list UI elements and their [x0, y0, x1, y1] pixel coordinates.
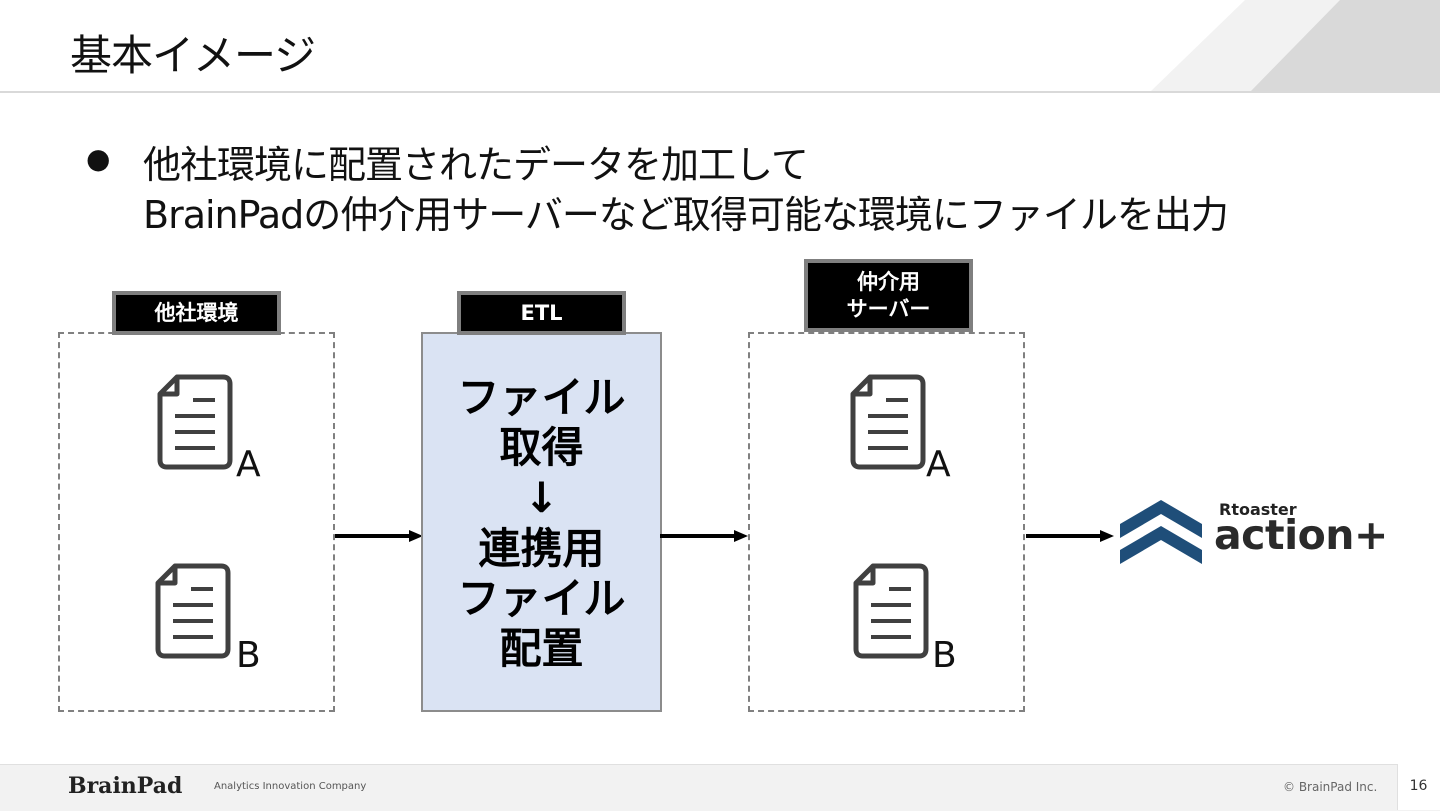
file-label-a: A — [236, 444, 261, 485]
arrow-right-icon — [335, 530, 423, 542]
document-icon — [157, 374, 233, 470]
bullet-marker: ● — [86, 142, 111, 175]
document-icon — [853, 563, 929, 659]
document-icon — [850, 374, 926, 470]
etl-step-line: 連携用 — [478, 524, 605, 573]
file-label-b: B — [236, 635, 261, 676]
etl-step-line: ファイル — [457, 574, 626, 623]
header-corner-decoration — [1150, 0, 1440, 92]
file-label-a: A — [926, 444, 951, 485]
etl-down-arrow: ↓ — [523, 473, 560, 522]
arrow-right-icon — [660, 530, 748, 542]
etl-step-line: ファイル — [457, 373, 626, 422]
bullet-text-line1: 他社環境に配置されたデータを加工して — [143, 143, 809, 187]
etl-label: ETL — [457, 291, 626, 335]
intermediary-server-box — [748, 332, 1025, 712]
footer-copyright: © BrainPad Inc. — [1283, 780, 1378, 794]
etl-step-line: 配置 — [499, 624, 584, 673]
intermediary-label-line1: 仲介用 — [857, 270, 920, 295]
etl-step-line: 取得 — [499, 423, 584, 472]
bullet-text-line2: BrainPadの仲介用サーバーなど取得可能な環境にファイルを出力 — [143, 193, 1229, 237]
rtoaster-logo-small-text: Rtoaster — [1219, 500, 1297, 519]
document-icon — [155, 563, 231, 659]
page-number-box — [1397, 764, 1440, 810]
intermediary-server-label: 仲介用 サーバー — [804, 259, 973, 332]
footer-bar — [0, 764, 1440, 811]
source-environment-label: 他社環境 — [112, 291, 281, 335]
intermediary-label-line2: サーバー — [846, 296, 931, 321]
arrow-right-icon — [1026, 530, 1114, 542]
rtoaster-logo-action-text: action+ — [1214, 511, 1388, 559]
header-divider — [0, 91, 1440, 93]
chevron-up-icon — [1120, 500, 1202, 564]
page-number: 16 — [1409, 778, 1428, 794]
file-label-b: B — [932, 635, 957, 676]
brainpad-logo: BrainPad — [68, 773, 183, 799]
footer-tagline: Analytics Innovation Company — [214, 781, 367, 792]
page-title: 基本イメージ — [70, 31, 316, 80]
